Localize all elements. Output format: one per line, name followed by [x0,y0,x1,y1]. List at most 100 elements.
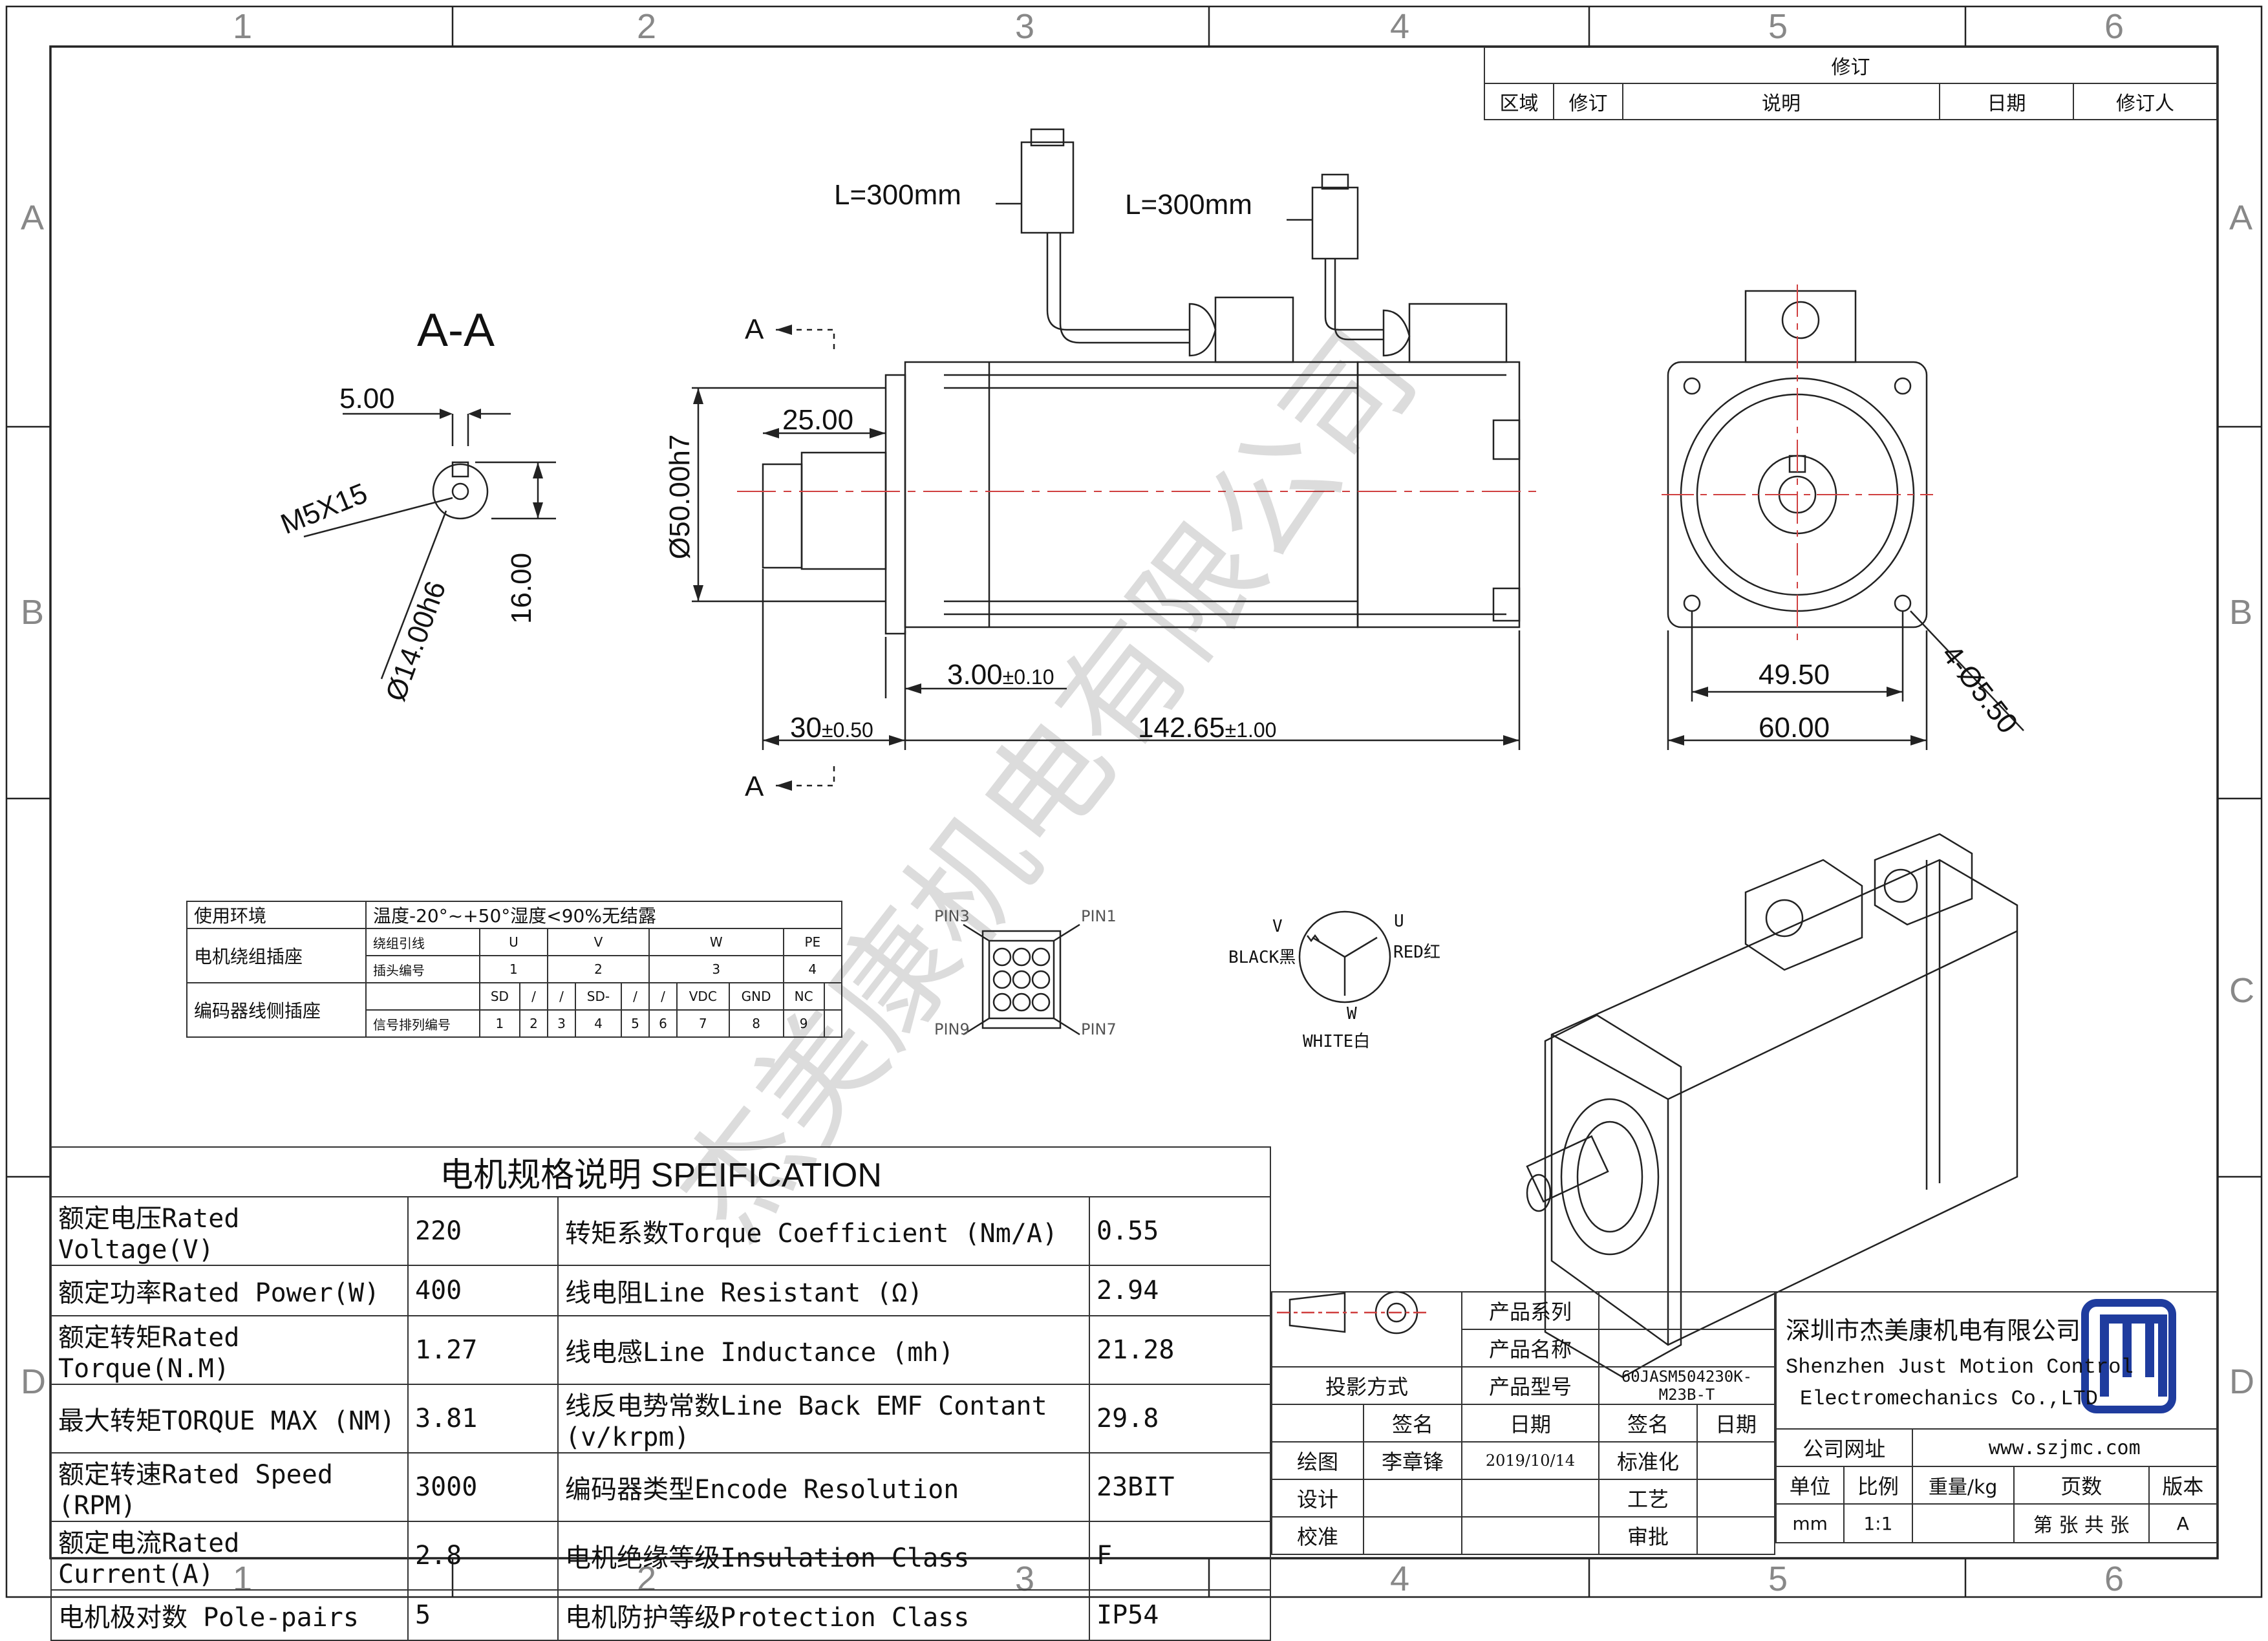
row-label-a: A [21,198,45,237]
drawn-label: 绘图 [1271,1441,1364,1480]
spec-value: 21.28 [1089,1315,1271,1385]
spec-value: 3.81 [407,1384,559,1453]
date-header: 日期 [1461,1404,1599,1443]
signal-3: / [546,982,576,1011]
plug-2 [1311,186,1359,260]
connector-housing [981,930,1062,1029]
pin-label-1: PIN1 [1081,907,1117,925]
row-label-c-right: C [2229,971,2254,1010]
design-label: 设计 [1271,1479,1364,1518]
sign-header-2: 签名 [1598,1404,1698,1443]
cable-length-2: L=300mm [1125,189,1252,220]
winding-u-color: RED红 [1393,943,1440,962]
spec-table: 电机规格说明 SPEIFICATION 额定电压Rated Voltage(V)… [50,1146,1271,1641]
spec-label: 额定转速Rated Speed (RPM) [50,1452,409,1522]
plug-1 [1020,141,1075,234]
winding-lead-u: U [478,928,548,956]
version-label: 版本 [2148,1466,2218,1505]
plug-no-label: 插头编号 [365,955,480,983]
signal-pin-8: 8 [728,1009,784,1038]
process-label: 工艺 [1598,1479,1698,1518]
winding-w-color: WHITE白 [1303,1032,1371,1051]
company-block: 深圳市杰美康机电有限公司 Shenzhen Just Motion Contro… [1775,1291,2218,1543]
row-label-a-right: A [2229,198,2253,237]
spec-value: IP54 [1089,1589,1271,1641]
pilot-diameter-dim: Ø50.00h7 [664,434,696,559]
spec-label: 编码器类型Encode Resolution [557,1452,1090,1522]
cable-length-1: L=300mm [834,179,961,211]
col-label-4-bottom: 4 [1390,1560,1410,1598]
spec-value: 5 [407,1589,559,1641]
spec-title: 电机规格说明 SPEIFICATION [50,1146,1271,1197]
unit-label: 单位 [1775,1466,1845,1505]
winding-v-color: BLACK黑 [1228,948,1296,967]
row-label-d-right: D [2229,1362,2254,1401]
rev-header-rev: 修订 [1553,83,1623,120]
spec-label: 额定功率Rated Power(W) [50,1265,409,1316]
winding-w: W [1347,1004,1357,1024]
winding-lead-pe: PE [782,928,843,956]
col-label-6-bottom: 6 [2104,1560,2124,1598]
spec-value: 2.94 [1089,1265,1271,1316]
spec-value: 220 [407,1196,559,1266]
standard-label: 标准化 [1598,1441,1698,1480]
plug-no-3: 3 [648,955,784,983]
spec-label: 线电感Line Inductance (mh) [557,1315,1090,1385]
signal-pin-4: 4 [574,1009,622,1038]
signal-pin-2: 2 [519,1009,548,1038]
section-marker-bottom: A [745,771,764,802]
revision-title: 修订 [1484,47,2218,84]
section-shaft-circle [432,463,489,520]
spec-value: 400 [407,1265,559,1316]
product-model-label: 产品型号 [1461,1366,1599,1405]
approve-label: 审批 [1598,1516,1698,1555]
pin-label-7: PIN7 [1081,1020,1117,1038]
signal-pin-1: 1 [478,1009,520,1038]
col-label-2: 2 [637,7,657,46]
flange-step-dim: 3.00±0.10 [947,659,1054,691]
weight-label: 重量/kg [1911,1466,2015,1505]
website-link[interactable]: www.szjmc.com [1911,1428,2218,1467]
col-label-4: 4 [1390,7,1410,46]
projection-label: 投影方式 [1271,1366,1462,1405]
version-value: A [2148,1503,2218,1543]
shaft-length-dim: 25.00 [782,404,854,436]
winding-lead-label: 绕组引线 [365,928,480,956]
spec-value: 23BIT [1089,1452,1271,1522]
spec-label: 额定转矩Rated Torque(N.M) [50,1315,409,1385]
drawn-date: 2019/10/14 [1461,1441,1599,1480]
spec-value: 2.8 [407,1521,559,1591]
iso-motor-body [1550,859,2018,1346]
pages-value: 第 张 共 张 [2013,1503,2150,1543]
unit-value: mm [1775,1503,1845,1543]
revision-block: 修订 区域 修订 说明 日期 修订人 [1484,47,2218,120]
col-label-3: 3 [1015,7,1035,46]
spec-label: 转矩系数Torque Coefficient (Nm/A) [557,1196,1090,1266]
spec-label: 电机防护等级Protection Class [557,1589,1090,1641]
signal-pin-9: 9 [782,1009,825,1038]
spec-value: 0.55 [1089,1196,1271,1266]
winding-circle [1298,910,1391,1003]
winding-v: V [1272,917,1283,936]
hole-spacing-dim: 49.50 [1759,659,1830,691]
spec-label: 额定电流Rated Current(A) [50,1521,409,1591]
spec-label: 电机极对数 Pole-pairs [50,1589,409,1641]
signal-5: / [620,982,650,1011]
signal-pin-3: 3 [546,1009,576,1038]
date-header-2: 日期 [1696,1404,1775,1443]
company-name-cn: 深圳市杰美康机电有限公司 [1786,1316,2081,1345]
signal-8: GND [728,982,784,1011]
rev-header-reviser: 修订人 [2073,83,2218,120]
col-label-5: 5 [1768,7,1788,46]
sign-header: 签名 [1363,1404,1462,1443]
signal-pin-5: 5 [620,1009,650,1038]
spec-label: 线电阻Line Resistant (Ω) [557,1265,1090,1316]
pin-label-9: PIN9 [934,1020,970,1038]
col-label-1: 1 [233,7,253,46]
scale-label: 比例 [1843,1466,1913,1505]
signal-4: SD- [574,982,622,1011]
title-block: 产品系列 产品名称 投影方式 产品型号 60JASM504230K-M23B-T… [1271,1291,1775,1555]
spec-value: 29.8 [1089,1384,1271,1453]
signal-6: / [648,982,678,1011]
section-title: A-A [417,305,495,356]
